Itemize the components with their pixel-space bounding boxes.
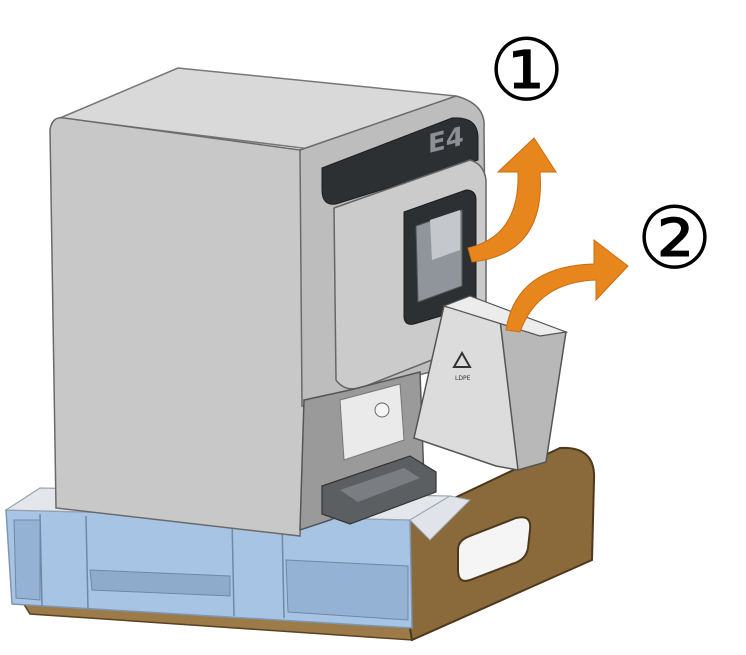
step-1-marker: ① — [488, 21, 565, 121]
coffee-machine: E4 — [49, 67, 487, 537]
water-tank: LDPE — [413, 295, 569, 471]
curved-arrow-1-icon — [467, 137, 557, 263]
svg-text:LDPE: LDPE — [455, 375, 471, 382]
recycle-icon: LDPE — [452, 350, 472, 382]
step-2-marker: ② — [636, 189, 713, 289]
tray-handle-hole — [457, 516, 532, 582]
curved-arrow-2-icon — [505, 238, 629, 333]
